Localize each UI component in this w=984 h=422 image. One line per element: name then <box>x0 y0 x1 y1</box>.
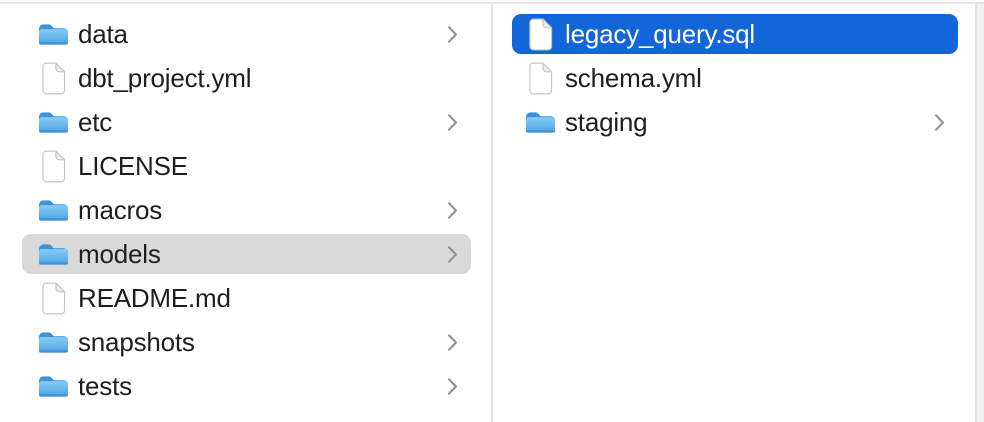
file-icon <box>37 281 69 315</box>
file-icon <box>37 149 69 183</box>
item-label: etc <box>78 106 113 137</box>
folder-icon <box>37 325 69 359</box>
folder-row-models[interactable]: models <box>22 234 471 274</box>
chevron-right-icon <box>439 201 458 220</box>
next-column-edge <box>976 4 984 422</box>
chevron-right-icon <box>439 377 458 396</box>
folder-icon <box>37 17 69 51</box>
file-icon <box>524 17 556 51</box>
file-row-dbt_project.yml[interactable]: dbt_project.yml <box>22 58 471 98</box>
item-label: snapshots <box>78 326 195 357</box>
chevron-right-icon <box>439 333 458 352</box>
folder-row-data[interactable]: data <box>22 14 471 54</box>
file-row-schema.yml[interactable]: schema.yml <box>512 58 958 98</box>
folder-icon <box>37 193 69 227</box>
column-divider[interactable] <box>491 4 493 422</box>
folder-icon <box>37 237 69 271</box>
toolbar-divider <box>0 2 984 4</box>
folder-icon <box>37 369 69 403</box>
file-icon <box>524 61 556 95</box>
file-row-legacy_query.sql[interactable]: legacy_query.sql <box>512 14 958 54</box>
folder-row-snapshots[interactable]: snapshots <box>22 322 471 362</box>
folder-row-staging[interactable]: staging <box>512 102 958 142</box>
chevron-right-icon <box>439 113 458 132</box>
file-column-parent: data <box>0 4 491 422</box>
chevron-right-icon <box>439 245 458 264</box>
file-icon <box>37 61 69 95</box>
item-label: schema.yml <box>565 62 702 93</box>
chevron-right-icon <box>439 25 458 44</box>
folder-row-etc[interactable]: etc <box>22 102 471 142</box>
item-label: legacy_query.sql <box>565 18 755 49</box>
chevron-right-icon <box>926 113 945 132</box>
file-row-README.md[interactable]: README.md <box>22 278 471 318</box>
file-column-contents: legacy_query.sql <box>493 4 975 422</box>
column-divider-2[interactable] <box>975 4 977 422</box>
item-label: staging <box>565 106 648 137</box>
folder-icon <box>37 105 69 139</box>
item-label: README.md <box>78 282 231 313</box>
file-row-LICENSE[interactable]: LICENSE <box>22 146 471 186</box>
folder-row-tests[interactable]: tests <box>22 366 471 406</box>
folder-icon <box>524 105 556 139</box>
item-label: data <box>78 18 128 49</box>
item-label: dbt_project.yml <box>78 62 252 93</box>
folder-row-macros[interactable]: macros <box>22 190 471 230</box>
item-label: tests <box>78 370 132 401</box>
item-label: macros <box>78 194 163 225</box>
item-label: models <box>78 238 161 269</box>
item-label: LICENSE <box>78 150 188 181</box>
